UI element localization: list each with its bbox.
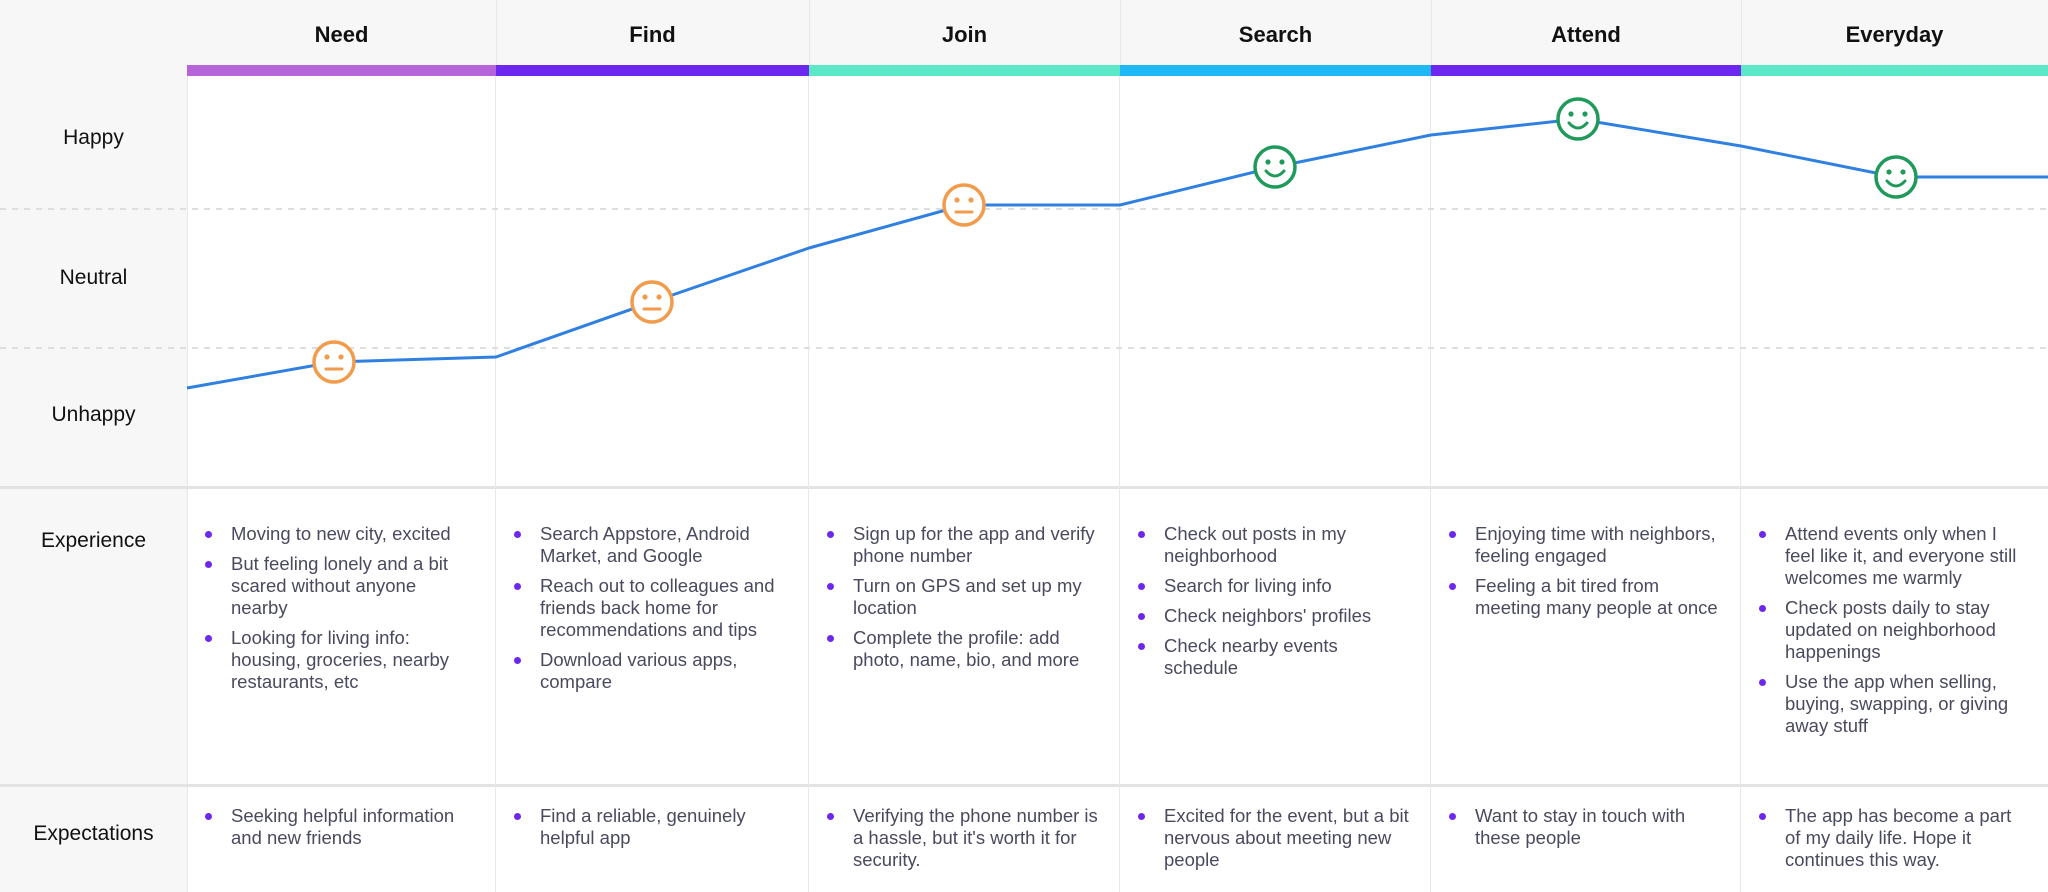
stage-header-find: Find [496,0,810,76]
list-item: Attend events only when I feel like it, … [1759,523,2028,589]
stage-title: Everyday [1845,22,1944,47]
column-separator [1740,76,1741,892]
expectations-list-need: Seeking helpful information and new frie… [205,805,476,857]
list-item: Complete the profile: add photo, name, b… [827,627,1100,671]
stage-color-bar [1120,65,1431,76]
neutral-face-icon [630,280,674,324]
stage-color-bar [809,65,1120,76]
row-label-column [0,0,188,892]
journey-line [186,117,2048,390]
stage-header-everyday: Everyday [1741,0,2048,76]
column-separator [1430,76,1431,892]
list-item: Check posts daily to stay updated on nei… [1759,597,2028,663]
list-item: Check nearby events schedule [1138,635,1411,679]
stage-title: Search [1238,22,1313,47]
list-item: Check neighbors' profiles [1138,605,1411,627]
happy-face-icon [1253,145,1297,189]
list-item: Download various apps, compare [514,649,789,693]
experience-list-find: Search Appstore, Android Market, and Goo… [514,523,789,701]
row-label-happy: Happy [63,126,124,149]
happy-face-icon [1874,155,1918,199]
stage-title: Join [941,22,988,47]
stage-color-bar [1741,65,2048,76]
happy-face-icon [1556,97,1600,141]
list-item: Sign up for the app and verify phone num… [827,523,1100,567]
list-item: Search for living info [1138,575,1411,597]
list-item: Verifying the phone number is a hassle, … [827,805,1100,871]
expectations-list-find: Find a reliable, genuinely helpful app [514,805,789,857]
list-item: Feeling a bit tired from meeting many pe… [1449,575,1721,619]
list-item: Moving to new city, excited [205,523,476,545]
list-item: Check out posts in my neighborhood [1138,523,1411,567]
column-separator [808,76,809,892]
list-item: The app has become a part of my daily li… [1759,805,2028,871]
list-item: Seeking helpful information and new frie… [205,805,476,849]
list-item: Looking for living info: housing, grocer… [205,627,476,693]
list-item: Enjoying time with neighbors, feeling en… [1449,523,1721,567]
stage-header-band [187,0,2048,66]
stage-color-bar [1431,65,1741,76]
column-separator [495,76,496,892]
neutral-face-icon [942,183,986,227]
stage-header-join: Join [809,0,1121,76]
stage-header-search: Search [1120,0,1432,76]
expectations-list-everyday: The app has become a part of my daily li… [1759,805,2028,879]
experience-list-attend: Enjoying time with neighbors, feeling en… [1449,523,1721,627]
expectations-list-join: Verifying the phone number is a hassle, … [827,805,1100,879]
list-item: Search Appstore, Android Market, and Goo… [514,523,789,567]
list-item: Excited for the event, but a bit nervous… [1138,805,1411,871]
list-item: But feeling lonely and a bit scared with… [205,553,476,619]
row-label-neutral: Neutral [59,266,128,289]
list-item: Turn on GPS and set up my location [827,575,1100,619]
divider-experience-expectations [0,784,2048,787]
row-label-unhappy: Unhappy [51,403,136,426]
row-label-expectations: Expectations [33,822,154,845]
row-label-experience: Experience [40,529,147,552]
list-item: Find a reliable, genuinely helpful app [514,805,789,849]
divider-emotion-experience [0,486,2048,489]
list-item: Reach out to colleagues and friends back… [514,575,789,641]
stage-header-attend: Attend [1431,0,1742,76]
list-item: Want to stay in touch with these people [1449,805,1721,849]
expectations-list-search: Excited for the event, but a bit nervous… [1138,805,1411,879]
stage-header-need: Need [187,0,497,76]
list-item: Use the app when selling, buying, swappi… [1759,671,2028,737]
stage-title: Need [314,22,369,47]
expectations-list-attend: Want to stay in touch with these people [1449,805,1721,857]
experience-list-join: Sign up for the app and verify phone num… [827,523,1100,679]
column-separator [1119,76,1120,892]
experience-list-everyday: Attend events only when I feel like it, … [1759,523,2028,745]
stage-color-bar [187,65,496,76]
stage-title: Attend [1551,22,1621,47]
stage-color-bar [496,65,809,76]
neutral-face-icon [312,340,356,384]
stage-title: Find [629,22,676,47]
